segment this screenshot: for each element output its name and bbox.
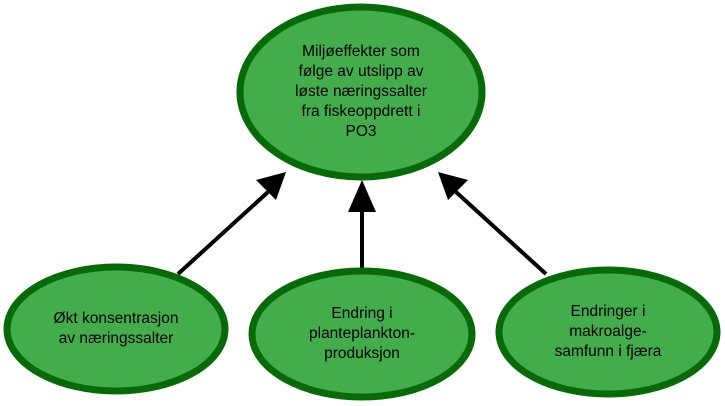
arrowhead: [348, 180, 376, 212]
node-right-label: Endringer i makroalge- samfunn i fjæra: [508, 290, 708, 374]
node-middle-line-2: planteplankton-: [309, 325, 415, 342]
node-left-label: Økt konsentrasjon av næringssalter: [16, 289, 216, 369]
node-middle-ellipse: [248, 267, 476, 401]
node-middle-line-1: Endring i: [331, 305, 393, 322]
node-middle-label: Endring i planteplankton- produksjon: [262, 292, 462, 376]
edge-middle-to-center: [348, 180, 376, 268]
node-center-ellipse: [236, 3, 486, 181]
node-right-line-1: Endringer i: [570, 303, 646, 320]
node-right-line-2: makroalge-: [569, 323, 647, 340]
node-left-ellipse: [3, 263, 229, 395]
node-left-line-2: av næringssalter: [58, 330, 174, 347]
node-center-line-4: fra fiskeoppdrett i: [301, 103, 421, 120]
edge-right-to-center: [438, 172, 548, 276]
node-center-label: Miljøeffekter som følge av utslipp av lø…: [251, 22, 471, 162]
node-center-line-1: Miljøeffekter som: [302, 43, 420, 60]
arrowhead: [438, 172, 468, 200]
node-right-ellipse: [495, 266, 721, 398]
node-center-line-2: følge av utslipp av: [298, 63, 424, 80]
node-middle-line-3: produksjon: [324, 345, 400, 362]
node-center-line-3: løste næringssalter: [295, 83, 427, 100]
edge-left-to-center: [176, 172, 286, 276]
node-left-line-1: Økt konsentrasjon: [53, 310, 179, 327]
node-right-line-3: samfunn i fjæra: [554, 343, 662, 360]
node-center-line-5: PO3: [345, 123, 377, 140]
arrowhead: [256, 172, 286, 200]
